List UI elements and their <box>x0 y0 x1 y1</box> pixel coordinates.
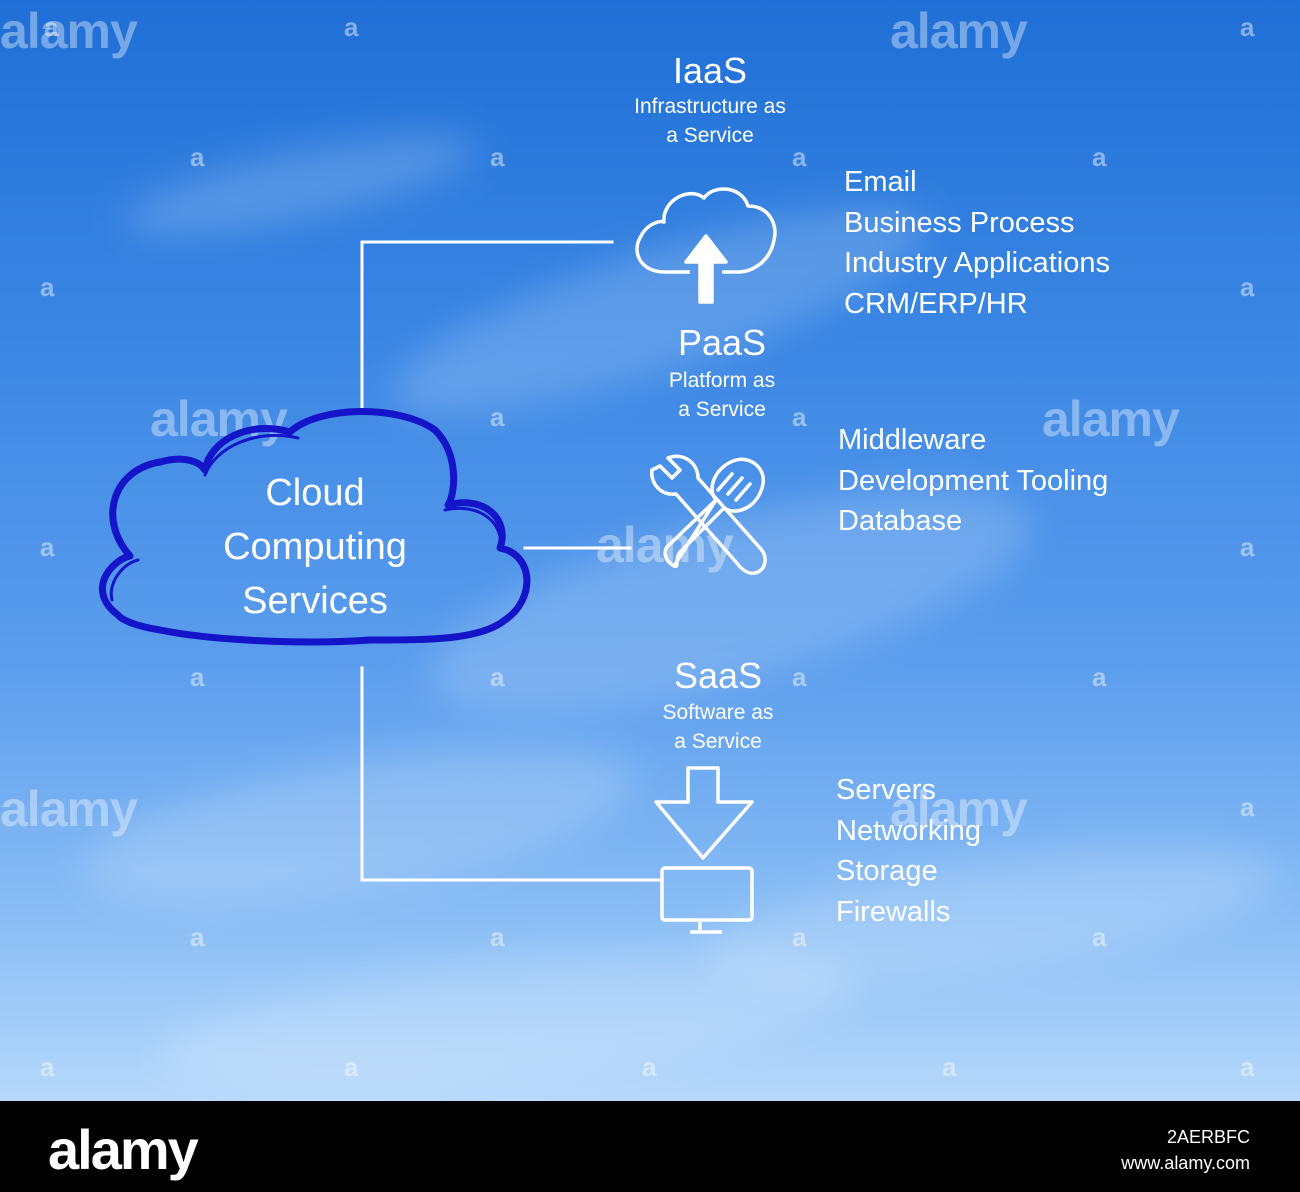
watermark-mark: a <box>1092 142 1107 172</box>
watermark-mark: a <box>1240 792 1255 822</box>
watermark-mark: a <box>1092 662 1107 692</box>
list-item: Firewalls <box>836 895 951 928</box>
watermark-mark: a <box>44 12 59 42</box>
watermark-logo: alamy <box>596 517 734 573</box>
watermark-mark: a <box>40 272 55 302</box>
watermark-mark: a <box>190 662 205 692</box>
watermark-mark: a <box>490 922 505 952</box>
center-label-line: Computing <box>223 526 407 568</box>
watermark-mark: a <box>190 922 205 952</box>
watermark-mark: a <box>792 662 807 692</box>
connector-lines <box>360 240 662 882</box>
footer-url[interactable]: www.alamy.com <box>1121 1153 1250 1173</box>
watermark-mark: a <box>40 1052 55 1082</box>
watermark-mark: a <box>792 922 807 952</box>
iaas-fullname: Infrastructure as a Service <box>590 92 830 150</box>
watermark-logo: alamy <box>150 391 288 447</box>
cloud-upload-icon <box>635 187 777 304</box>
connector-saas <box>360 666 662 882</box>
image-id-label: 2AERBFC <box>1166 1127 1250 1147</box>
service-name-line: a Service <box>678 398 766 421</box>
saas-fullname: Software as a Service <box>598 698 838 756</box>
service-name-line: a Service <box>674 730 762 753</box>
list-item: Email <box>844 166 917 198</box>
watermark-mark: a <box>40 532 55 562</box>
watermark-mark: a <box>344 1052 359 1082</box>
watermark-mark: a <box>190 142 205 172</box>
paas-fullname: Platform as a Service <box>602 366 842 424</box>
watermark-mark: a <box>792 142 807 172</box>
saas-items: Servers Networking Storage Firewalls <box>836 770 981 932</box>
list-item: Networking <box>836 814 982 847</box>
watermark-mark: a <box>1240 12 1255 42</box>
watermark-mark: a <box>792 402 807 432</box>
service-name-line: Software as <box>662 701 774 724</box>
list-item: CRM/ERP/HR <box>844 287 1028 320</box>
list-item: Storage <box>836 855 938 887</box>
service-name-line: a Service <box>666 124 754 147</box>
watermark-mark: a <box>942 1052 957 1082</box>
watermark-mark: a <box>1092 922 1107 952</box>
watermark-mark: a <box>490 142 505 172</box>
watermark-logo: alamy <box>890 3 1028 59</box>
footer-bar: alamy 2AERBFC www.alamy.com <box>0 1101 1300 1192</box>
diagram-graphics <box>98 187 777 934</box>
center-label-line: Cloud <box>265 472 365 514</box>
iaas-items: Email Business Process Industry Applicat… <box>844 162 1110 324</box>
watermark-mark: a <box>490 402 505 432</box>
service-name-line: Platform as <box>668 369 776 392</box>
watermark-mark: a <box>1240 532 1255 562</box>
watermark-mark: a <box>490 662 505 692</box>
paas-items: Middleware Development Tooling Database <box>838 420 1108 542</box>
download-monitor-icon <box>654 766 754 934</box>
service-name-line: Infrastructure as <box>634 95 786 118</box>
footer-logo: alamy <box>48 1118 199 1181</box>
list-item: Middleware <box>838 424 987 456</box>
watermark-logo: alamy <box>1042 391 1180 447</box>
center-label-line: Services <box>242 580 388 622</box>
watermark-logo: alamy <box>890 781 1028 837</box>
watermark-mark: a <box>1240 272 1255 302</box>
wrench-fork-icon <box>650 454 767 575</box>
saas-acronym: SaaS <box>673 655 763 696</box>
list-item: Development Tooling <box>838 464 1109 497</box>
watermark-logo: alamy <box>0 781 138 837</box>
cloud-computing-services-label: Cloud Computing Services <box>205 466 425 628</box>
list-item: Business Process <box>844 206 1075 239</box>
watermark-mark: a <box>1240 1052 1255 1082</box>
iaas-acronym: IaaS <box>672 50 748 91</box>
watermark-mark: a <box>642 1052 657 1082</box>
connector-iaas <box>360 240 614 410</box>
cloud-outline-icon <box>98 408 531 646</box>
list-item: Database <box>838 505 963 537</box>
sky-background: alamy alamy alamy alamy alamy alamy alam… <box>0 0 1300 1101</box>
watermark-logo: alamy <box>0 3 138 59</box>
list-item: Servers <box>836 774 936 806</box>
list-item: Industry Applications <box>844 247 1110 279</box>
watermark-mark: a <box>344 12 359 42</box>
paas-acronym: PaaS <box>677 322 767 363</box>
